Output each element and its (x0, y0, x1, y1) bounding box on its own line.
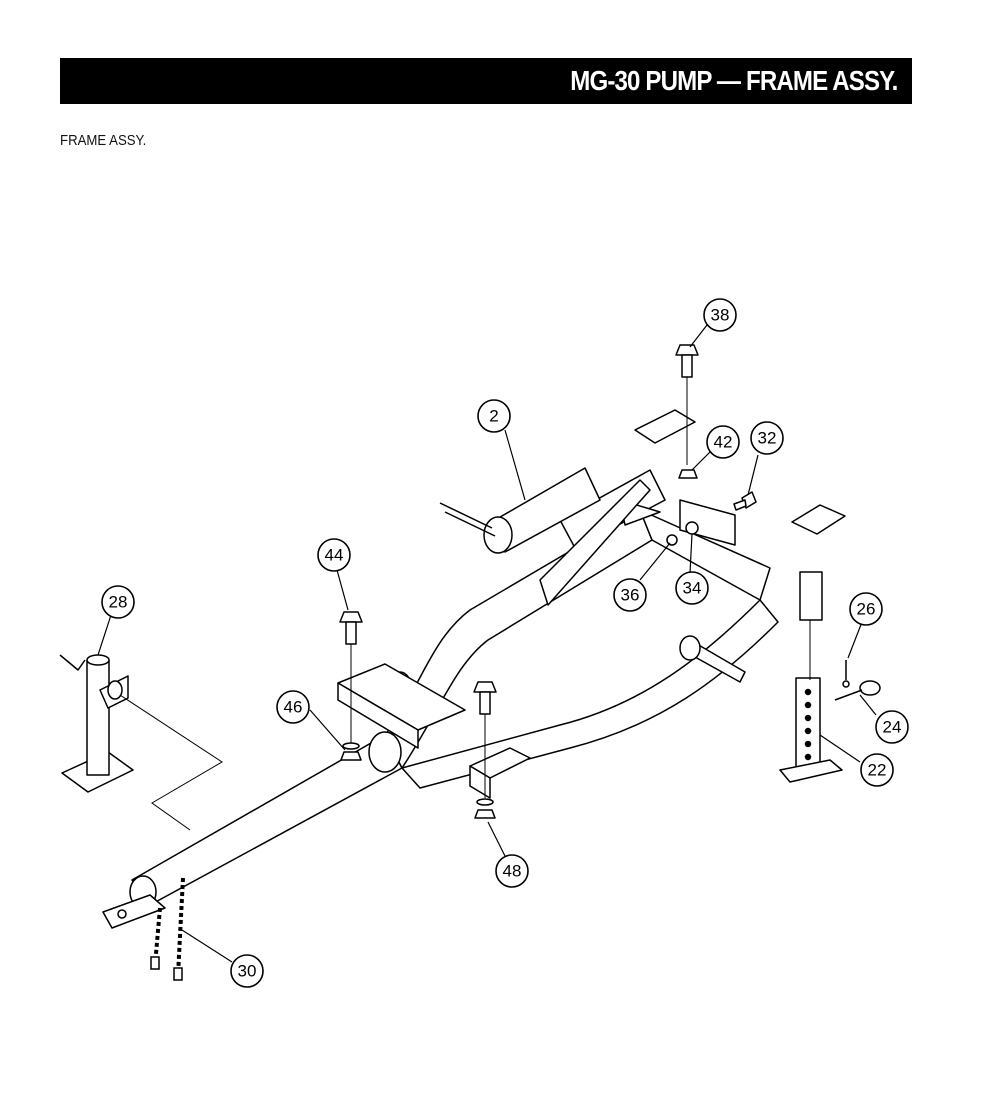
callout-32: 32 (750, 421, 784, 455)
nut-part-48 (474, 798, 496, 819)
callout-24: 24 (875, 710, 909, 744)
nut-part-42 (678, 469, 698, 479)
svg-text:36: 36 (621, 586, 640, 605)
svg-text:26: 26 (857, 600, 876, 619)
mount-brackets (539, 409, 846, 606)
header-bar: MG-30 PUMP — FRAME ASSY. (60, 58, 912, 104)
bolt-part-44 (339, 611, 363, 645)
bolt-front-block (473, 681, 497, 715)
leader-lines (97, 324, 877, 963)
svg-text:46: 46 (284, 698, 303, 717)
jack-leader-line (119, 694, 223, 831)
frame-tubes (129, 469, 779, 909)
hitch-coupler (102, 894, 166, 929)
callout-48: 48 (495, 854, 529, 888)
washer-part-34 (685, 521, 699, 535)
stand-part-22 (779, 571, 843, 783)
callout-28: 28 (101, 585, 135, 619)
callout-30: 30 (230, 954, 264, 988)
front-cross-block (337, 663, 531, 799)
nut-part-46 (340, 742, 362, 761)
svg-text:38: 38 (711, 306, 730, 325)
callout-36: 36 (613, 578, 647, 612)
svg-text:24: 24 (883, 718, 902, 737)
callout-38: 38 (703, 298, 737, 332)
callout-2: 2 (477, 399, 511, 433)
svg-text:48: 48 (503, 862, 522, 881)
callout-42: 42 (706, 425, 740, 459)
callout-44: 44 (317, 538, 351, 572)
pin-part-24 (834, 680, 881, 701)
callout-22: 22 (860, 753, 894, 787)
washer-part-36 (666, 534, 678, 546)
bolt-part-32 (733, 491, 757, 511)
svg-text:42: 42 (714, 433, 733, 452)
section-label: FRAME ASSY. (60, 132, 147, 149)
jack-stand-part-28 (59, 654, 134, 793)
svg-text:44: 44 (325, 546, 344, 565)
svg-text:30: 30 (238, 962, 257, 981)
callout-34: 34 (675, 571, 709, 605)
svg-text:22: 22 (868, 761, 887, 780)
svg-text:32: 32 (758, 429, 777, 448)
svg-text:34: 34 (683, 579, 702, 598)
safety-chains-part-30 (150, 877, 185, 981)
roller-tube-part-2 (439, 467, 601, 554)
svg-text:2: 2 (489, 407, 498, 426)
page-title: MG-30 PUMP — FRAME ASSY. (570, 65, 899, 96)
callout-46: 46 (276, 690, 310, 724)
bolt-part-38 (675, 344, 699, 378)
callout-26: 26 (849, 592, 883, 626)
svg-text:28: 28 (109, 593, 128, 612)
clip-part-26 (842, 660, 850, 688)
